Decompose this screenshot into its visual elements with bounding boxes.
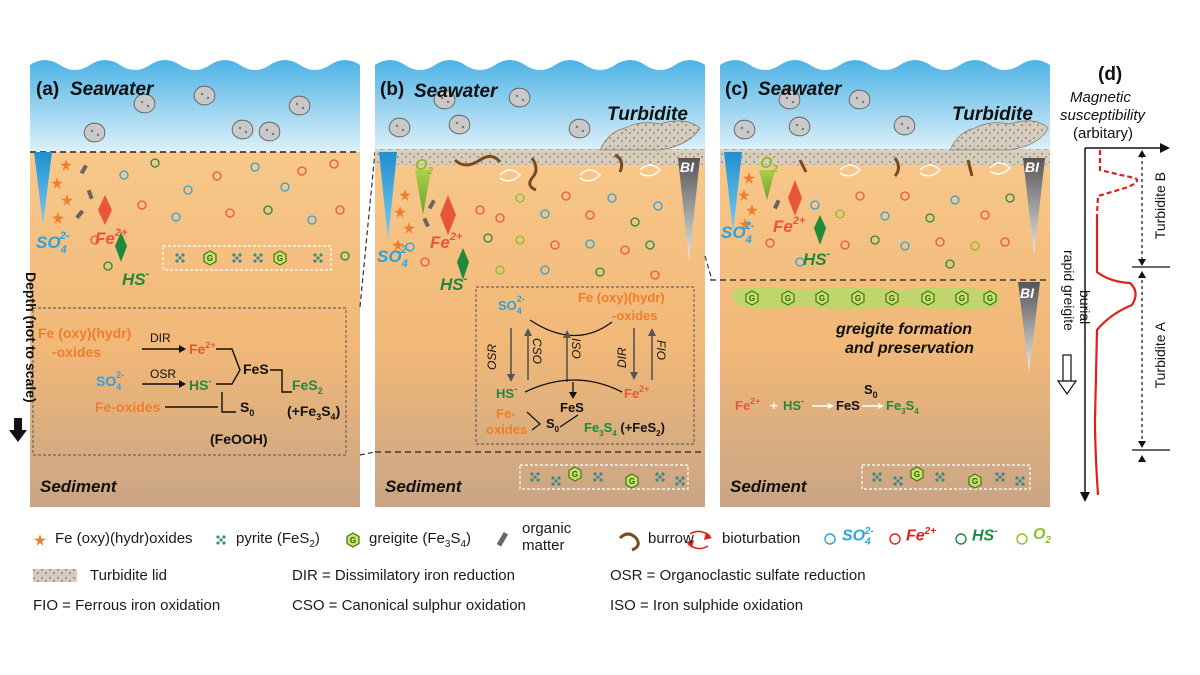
panel-d-letter: (d) [1098,64,1122,85]
svg-text:FIO: FIO [654,340,668,360]
legend-hs: HS- [972,526,998,545]
svg-text:rapid greigite: rapid greigite [1061,250,1077,331]
hs-label-a: HS- [122,268,150,289]
svg-text:ISO: ISO [569,338,583,359]
scheme-a: Fe (oxy)(hydr) -oxides DIR Fe2+ SO42- OS… [38,325,340,447]
legend-dir-def: DIR = Dissimilatory iron reduction [292,567,515,584]
panel-c: BI BI (c) Seawater Turbidi [704,60,1050,507]
legend-osr-def: OSR = Organoclastic sulfate reduction [610,567,866,584]
svg-text:FeS2: FeS2 [292,377,323,396]
panel-a-seawater: Seawater [70,79,155,100]
legend-so4: SO42- [842,526,874,548]
legend-fe-oxides: Fe (oxy)(hydr)oxides [55,530,193,547]
depth-label: Depth (not to scale) [23,272,39,403]
svg-text:Fe3S4: Fe3S4 [886,398,919,416]
legend-iso-def: ISO = Iron sulphide oxidation [610,597,804,614]
svg-text:-oxides: -oxides [612,308,658,323]
fe-label-b: Fe2+ [430,231,463,252]
legend-bioturbation: bioturbation [722,530,801,547]
turbidite-b-label: Turbidite B [1152,172,1168,239]
burial-annotation: rapid greigite burial [1056,250,1093,396]
hs-label-b: HS- [440,273,468,294]
svg-text:HS-: HS- [189,376,211,393]
svg-text:Fe2+: Fe2+ [189,340,216,357]
panel-c-turbidite: Turbidite [952,104,1033,125]
svg-text:FeS: FeS [560,400,584,415]
legend-fe: Fe2+ [906,526,937,545]
svg-text:(+Fe3S4): (+Fe3S4) [287,403,340,422]
bi-label-c-upper: BI [1025,159,1040,175]
svg-text:OSR: OSR [485,344,499,370]
legend-turbidite-lid: Turbidite lid [90,567,167,584]
panel-b: BI (b) Seawater Turbi [375,60,705,507]
svg-text:SO42-: SO42- [96,370,124,392]
legend-o2: O2 [1033,526,1052,547]
svg-text:S0: S0 [240,399,254,418]
panel-c-sediment: Sediment [730,477,808,496]
panel-c-letter: (c) [725,79,748,100]
turbidite-a-label: Turbidite A [1152,321,1168,388]
svg-text:Fe (oxy)(hydr): Fe (oxy)(hydr) [578,290,665,305]
svg-text:DIR: DIR [615,347,629,368]
svg-text:Fe-oxides: Fe-oxides [95,399,161,415]
svg-text:Fe-: Fe- [496,406,516,421]
legend-pyrite: pyrite (FeS2) [236,530,320,550]
svg-text:(arbitary): (arbitary) [1073,125,1133,142]
svg-text:G: G [350,536,356,545]
so4-label-a: SO42- [36,230,70,256]
scheme-b: SO42- Fe (oxy)(hydr) -oxides OSR CSO ISO… [485,290,668,438]
svg-text:Magnetic: Magnetic [1070,89,1131,106]
greigite-formation-label: greigite formation [835,321,972,338]
svg-text:Fe (oxy)(hydr): Fe (oxy)(hydr) [38,325,131,341]
panel-a-sediment: Sediment [40,477,118,496]
svg-text:DIR: DIR [150,331,171,345]
legend-burrow: burrow [648,530,694,547]
svg-text:SO42-: SO42- [498,294,525,316]
hs-label-c: HS- [803,248,831,269]
bi-label-b: BI [680,159,695,175]
svg-text:+: + [770,398,778,413]
bi-label-c-lower: BI [1020,285,1035,301]
panel-d: (d) Magnetic susceptibility (arbitary) T… [1060,64,1170,502]
panel-a-letter: (a) [36,79,59,100]
fe-label-c: Fe2+ [773,215,806,236]
scheme-c: Fe2+ + HS- FeS S0 Fe3S4 [735,382,919,416]
greigite-preservation-label: and preservation [845,340,974,357]
so4-label-c: SO42- [721,220,755,246]
panel-b-sediment: Sediment [385,477,463,496]
legend-cso-def: CSO = Canonical sulphur oxidation [292,597,526,614]
so4-label-b: SO42- [377,244,411,270]
svg-text:OSR: OSR [150,367,176,381]
o2-label-b: O2 [415,157,433,177]
svg-text:HS-: HS- [496,384,517,401]
svg-text:Fe2+: Fe2+ [735,396,760,413]
svg-text:(FeOOH): (FeOOH) [210,431,268,447]
panel-b-turbidite: Turbidite [607,104,688,125]
panel-a: (a) Seawater Sediment SO42- Fe2+ HS- Fe … [30,60,360,507]
panel-b-letter: (b) [380,79,404,100]
legend-fio-def: FIO = Ferrous iron oxidation [33,597,221,614]
svg-text:Fe3S4 (+FeS2): Fe3S4 (+FeS2) [584,420,665,438]
diagram-svg: G [9,60,1170,507]
svg-text:susceptibility: susceptibility [1060,107,1147,124]
legend-symbols: G [33,530,1028,582]
panel-c-seawater: Seawater [758,79,843,100]
svg-text:-oxides: -oxides [52,344,101,360]
panel-b-seawater: Seawater [414,81,499,102]
legend-greigite: greigite (Fe3S4) [369,530,472,550]
svg-text:Fe2+: Fe2+ [624,384,649,401]
svg-text:HS-: HS- [783,396,804,413]
svg-text:S0: S0 [864,382,878,400]
o2-label-c: O2 [760,155,778,175]
svg-text:CSO: CSO [530,338,544,364]
depth-axis: Depth (not to scale) [9,272,39,442]
svg-text:oxides: oxides [486,422,527,437]
svg-text:S0: S0 [546,416,560,434]
fe-label-a: Fe2+ [95,227,128,248]
svg-text:FeS: FeS [836,398,860,413]
svg-text:FeS: FeS [243,361,269,377]
legend: G Fe (oxy)(hydr)oxides pyrite (FeS2) gre… [0,520,1200,675]
